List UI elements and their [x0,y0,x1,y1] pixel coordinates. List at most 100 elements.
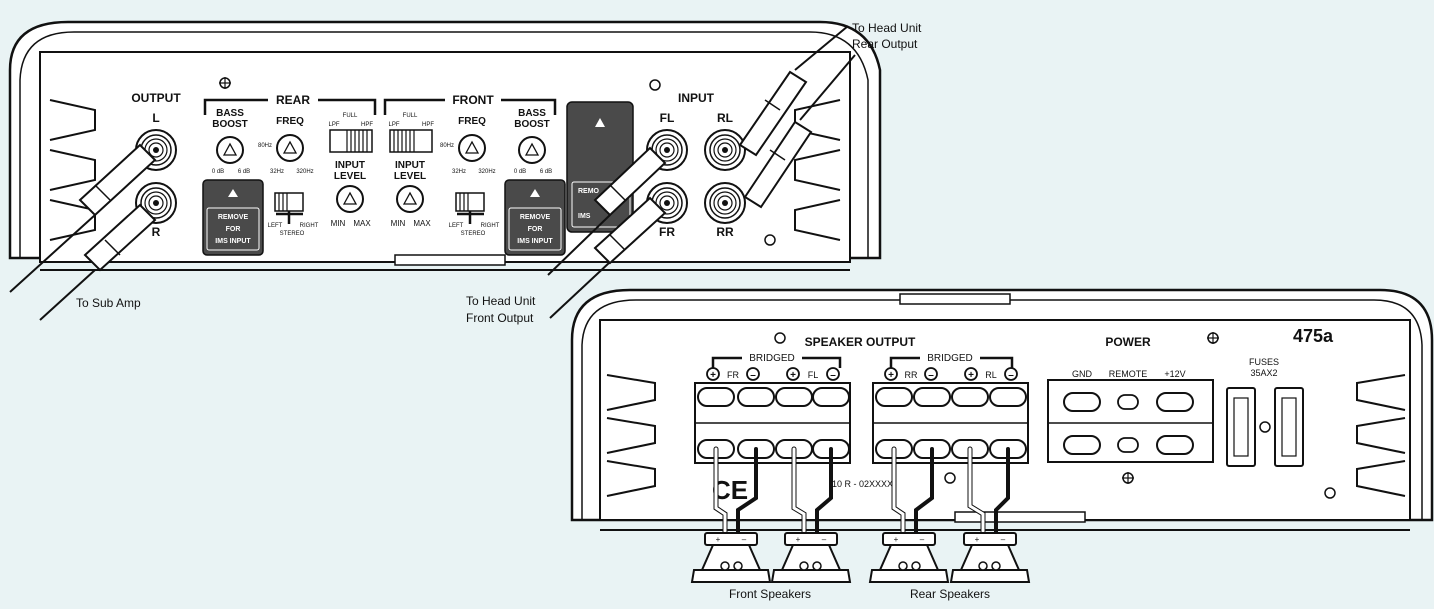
power-12v-label: +12V [1164,369,1185,379]
fuse-holders [1226,387,1304,467]
input-remove-line-2: IMS [578,213,591,220]
input-fl-label: FL [660,111,675,125]
front-remove-plate[interactable]: REMOVE FOR IMS INPUT [504,179,566,256]
bridged-front-label: BRIDGED [749,353,795,364]
input-remove-plate[interactable]: REMO IMS [566,101,634,233]
fs2-pos: + [796,535,801,544]
rs2-pos: + [975,535,980,544]
rear-stereo-right: RIGHT [300,223,319,229]
sub-amp-callout: To Sub Amp [76,296,141,310]
rear-input-level-1: INPUT [335,160,365,171]
rear-switch-hpf: HPF [361,122,373,128]
head-unit-front-callout-2: Front Output [466,311,534,325]
rear-title: REAR [276,93,310,107]
power-gnd-label: GND [1072,369,1093,379]
front-switch-lpf: LPF [388,122,399,128]
input-title: INPUT [678,91,715,105]
speaker-output-title: SPEAKER OUTPUT [805,335,916,349]
head-unit-front-callout-1: To Head Unit [466,294,536,308]
channel-fl-label: FL [808,370,819,380]
front-level-min: MIN [391,219,406,228]
output-left-label: L [152,111,159,125]
rear-level-min: MIN [331,219,346,228]
front-input-level-2: LEVEL [394,171,426,182]
rear-bass-boost-knob[interactable] [216,136,244,164]
rear-hz-low: 80Hz [258,143,272,149]
front-remove-line-1: REMOVE [520,214,551,221]
front-switch-hpf: HPF [422,122,434,128]
front-stereo-right: RIGHT [481,223,500,229]
input-rr-label: RR [716,225,734,239]
front-crossover-switch[interactable] [389,129,433,153]
rear-remove-line-3: IMS INPUT [215,238,251,245]
front-boost-min: 0 dB [514,169,526,175]
rear-neg-1: – [928,370,934,381]
rear-remove-line-2: FOR [226,226,241,233]
input-remove-line-1: REMO [578,188,600,195]
rear-speaker-terminal-block [872,382,1029,464]
rear-freq-knob[interactable] [276,134,304,162]
fs1-pos: + [716,535,721,544]
front-switch-full: FULL [403,113,418,119]
rs1-pos: + [894,535,899,544]
front-bass-label-1: BASS [518,108,546,119]
rear-hz-b: 320Hz [296,169,313,175]
front-pos-1: + [710,370,716,381]
rear-pos-2: + [968,370,974,381]
rear-controls: BASS BOOST 0 dB 6 dB FREQ 80Hz 32Hz 320H… [212,108,374,237]
rear-bass-label-2: BOOST [212,119,248,130]
front-input-level-knob[interactable] [396,185,424,213]
rear-boost-min: 0 dB [212,169,224,175]
rear-switch-lpf: LPF [328,122,339,128]
front-level-max: MAX [413,219,431,228]
output-title: OUTPUT [131,91,181,105]
front-remove-line-3: IMS INPUT [517,238,553,245]
speaker-icons [690,532,1031,583]
rear-level-max: MAX [353,219,371,228]
rear-remove-line-1: REMOVE [218,214,249,221]
rear-freq-label: FREQ [276,116,304,127]
rear-speaker-1-icon [868,532,950,583]
front-hz-a: 32Hz [452,169,466,175]
head-unit-rear-callout-2: Rear Output [852,37,918,51]
rear-hz-a: 32Hz [270,169,284,175]
rs2-neg: – [1001,535,1006,544]
front-bass-boost-knob[interactable] [518,136,546,164]
rear-stereo-left: LEFT [268,223,283,229]
front-speaker-2-icon [770,532,852,583]
rear-input-level-knob[interactable] [336,185,364,213]
fs2-neg: – [822,535,827,544]
front-speaker-terminal-block [694,382,851,464]
rear-remove-plate[interactable]: REMOVE FOR IMS INPUT [202,179,264,256]
rear-bass-label-1: BASS [216,108,244,119]
input-rl-label: RL [717,111,733,125]
rear-input-level-2: LEVEL [334,171,366,182]
bridged-rear-label: BRIDGED [927,353,973,364]
input-fr-label: FR [659,225,675,239]
rear-pos-1: + [888,370,894,381]
front-input-level-1: INPUT [395,160,425,171]
power-remote-label: REMOTE [1109,369,1148,379]
front-title: FRONT [452,93,494,107]
output-right-label: R [152,225,161,239]
rear-switch-full: FULL [343,113,358,119]
rear-speaker-2-icon [949,532,1031,583]
front-freq-knob[interactable] [458,134,486,162]
input-rr-jack[interactable] [704,182,746,224]
channel-fr-label: FR [727,370,739,380]
input-rl-jack[interactable] [704,129,746,171]
rear-speakers-callout: Rear Speakers [910,587,990,601]
fuses-label-2: 35AX2 [1250,368,1277,378]
head-unit-rear-callout-1: To Head Unit [852,21,922,35]
rs1-neg: – [920,535,925,544]
fs1-neg: – [742,535,747,544]
front-speakers-callout: Front Speakers [729,587,811,601]
model-label: 475a [1293,326,1334,346]
rear-stereo-label: STEREO [280,231,305,237]
front-freq-label: FREQ [458,116,486,127]
rca-cables [9,25,856,321]
front-bass-label-2: BOOST [514,119,550,130]
channel-rr-label: RR [905,370,918,380]
